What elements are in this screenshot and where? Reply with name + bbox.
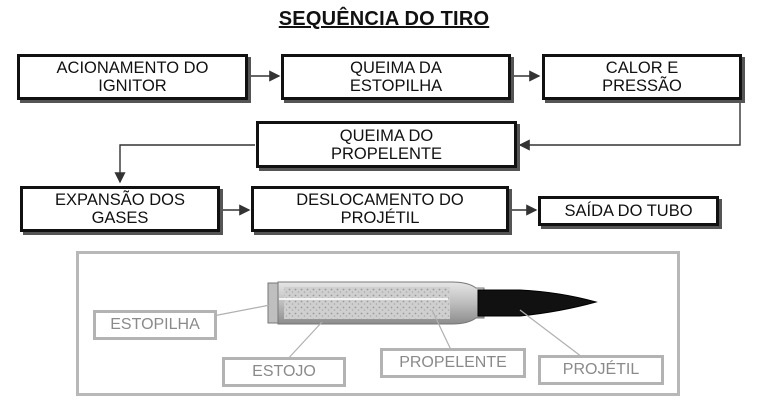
step-queima-propelente: QUEIMA DO PROPELENTE [256,121,517,168]
arrow-s4-s5 [114,144,255,184]
step-queima-estopilha: QUEIMA DA ESTOPILHA [281,54,511,100]
diagram-title: SEQUÊNCIA DO TIRO [278,8,490,30]
cartridge-panel [76,251,680,396]
label-estojo: ESTOJO [222,357,346,387]
step-calor-pressao: CALOR E PRESSÃO [542,54,742,100]
step-acionamento-ignitor: ACIONAMENTO DO IGNITOR [17,54,248,100]
propellant-fill [284,287,450,319]
label-projetil: PROJÉTIL [538,355,664,385]
label-propelente: PROPELENTE [380,348,526,378]
arrow-s3-s4 [518,100,741,151]
label-estopilha: ESTOPILHA [93,310,217,340]
cartridge-base [267,282,279,324]
projectile [477,289,598,317]
step-saida-tubo: SAÍDA DO TUBO [538,196,719,226]
step-deslocamento-projetil: DESLOCAMENTO DO PROJÉTIL [251,186,509,232]
leader-estojo [284,321,323,363]
leader-projetil [519,309,587,361]
leader-estopilha [212,304,271,317]
leader-propelente [431,309,453,353]
step-expansao-gases: EXPANSÃO DOS GASES [20,186,220,232]
